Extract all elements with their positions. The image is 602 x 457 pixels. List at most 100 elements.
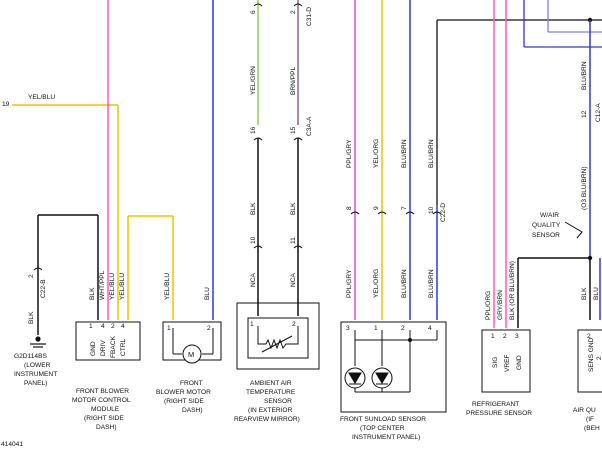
sun-lower-wire-1: PPL/GRY <box>346 269 353 298</box>
ref-pin-name-sig: SIG <box>492 357 499 368</box>
sun-upper-wire-2: YEL/ORG <box>373 139 380 168</box>
label-c22b: C22-B <box>40 279 47 298</box>
ref-pin-2: 2 <box>503 333 507 340</box>
amb-lower-pin-10: 10 <box>250 236 257 244</box>
right-note-1: W/AIR <box>540 212 559 219</box>
sun-sensor-pin-2: 2 <box>401 325 405 332</box>
ref-pin-3: 3 <box>515 333 519 340</box>
motor-icon <box>182 344 202 364</box>
amb-nca-2: NCA <box>290 272 297 287</box>
connector-c22b <box>33 267 43 271</box>
ambient-sensor-box <box>236 302 320 370</box>
thermistor-icon <box>257 326 299 353</box>
sun-upper-wire-3: BLU/BRN <box>401 139 408 168</box>
amb-connector-mid <box>253 137 303 141</box>
sun-upper-wire-4: BLU/BRN <box>428 139 435 168</box>
ground-label-2: (LOWER <box>24 362 51 369</box>
sun-sensor-pin-1: 1 <box>374 325 378 332</box>
motor-label-2: BLOWER MOTOR <box>156 389 211 396</box>
bcm-pin-name-ctrl: CTRL <box>120 338 127 356</box>
motor-label-4: DASH) <box>182 407 203 414</box>
amb-wire-blk-2: BLK <box>290 202 297 215</box>
amb-sensor-pin-2: 2 <box>292 321 296 328</box>
motor-pin-1: 1 <box>167 325 171 332</box>
right-label-1: AIR QU <box>573 407 596 414</box>
label-c22b-pin: 2 <box>28 274 35 278</box>
amb-wire-brn-ppl: BRN/PPL <box>290 66 297 95</box>
motor-pin-2: 2 <box>207 325 211 332</box>
bcm-label-1: FRONT BLOWER <box>76 388 129 395</box>
amb-connector-lower <box>253 245 303 249</box>
figure-id: 414041 <box>1 441 23 448</box>
right-note-3: SENSOR <box>532 232 560 239</box>
sun-sensor-pin-4: 4 <box>428 325 432 332</box>
right-wire-blu: BLU <box>593 287 600 300</box>
amb-wire-blk-1: BLK <box>250 202 257 215</box>
ground-label-3: INSTRUMENT <box>14 371 57 378</box>
sun-upper-wire-1: PPL/GRY <box>346 139 353 168</box>
right-wire-blk: BLK <box>581 287 588 300</box>
pin-19: 19 <box>2 101 10 108</box>
bcm-label-2: MOTOR CONTROL <box>72 397 131 404</box>
right-wire-o3: (O3 BLU/BRN) <box>581 166 588 210</box>
amb-lower-pin-11: 11 <box>290 237 297 244</box>
sun-label-3: INSTRUMENT PANEL) <box>352 434 420 441</box>
sun-c22d: C22-D <box>440 203 447 222</box>
right-note-2: QUALITY <box>532 222 561 229</box>
motor-label-1: FRONT <box>180 380 203 387</box>
ground-label-4: PANEL) <box>24 380 47 387</box>
ground-label-1: G2D114BS <box>14 353 47 360</box>
bcm-label-4: (RIGHT SIDE <box>84 415 124 422</box>
sun-dot <box>408 338 412 342</box>
amb-label-2: TEMPERATURE <box>246 389 296 396</box>
bcm-pin-2: 2 <box>111 323 115 330</box>
blower-control-module <box>75 321 141 361</box>
refrigerant-sensor-box <box>481 329 531 393</box>
ref-wire-gry-brn: GRY/BRN <box>497 290 504 320</box>
ref-label-2: PRESSURE SENSOR <box>466 410 532 417</box>
right-label-2: (IF <box>586 416 594 423</box>
right-pin-name-2: 2 <box>596 356 602 360</box>
right-c12-pin: 2 <box>587 333 591 340</box>
amb-top-pin-6: 6 <box>250 10 257 14</box>
amb-nca-1: NCA <box>250 272 257 287</box>
wire-label-blk-gnd: BLK <box>89 287 96 300</box>
sun-sensor-pin-3: 3 <box>346 325 350 332</box>
ref-wire-blk: BLK (OR BLU/BRN) <box>509 261 516 320</box>
sun-connector <box>350 211 442 215</box>
bcm-label-5: DASH) <box>96 424 117 431</box>
wire-label-wht-ppl: WHT/PPL <box>99 270 106 300</box>
sun-lower-wire-4: BLU/BRN <box>428 269 435 298</box>
bcm-pin-4: 4 <box>101 323 105 330</box>
photodiode-pair-icon <box>344 330 438 393</box>
amb-top-pin-2: 2 <box>290 10 297 14</box>
bcm-pin-1: 1 <box>89 323 93 330</box>
ground-icon <box>30 336 46 348</box>
splice-dot-right <box>587 255 593 261</box>
label-yel-blu-19: YEL/BLU <box>28 94 55 101</box>
sun-label-2: (TOP CENTER <box>360 425 405 432</box>
sun-lower-wire-3: BLU/BRN <box>401 269 408 298</box>
amb-label-1: AMBIENT AIR <box>250 380 292 387</box>
motor-symbol: M <box>188 350 194 359</box>
sun-label-1: FRONT SUNLOAD SENSOR <box>340 416 426 423</box>
amb-mid-pin-15: 15 <box>290 126 297 134</box>
label-c22b-wire: BLK <box>28 311 35 324</box>
sun-pin-7: 7 <box>401 206 408 210</box>
wire-label-yel-blu-ctrl: YEL/BLU <box>119 273 126 300</box>
amb-label-5: REARVIEW MIRROR) <box>234 416 300 423</box>
wire-label-yel-blu-fback: YEL/BLU <box>109 273 116 300</box>
ambient-sensor-inner <box>247 317 309 359</box>
amb-connector-top <box>253 3 303 7</box>
amb-label-4: (IN EXTERIOR <box>248 407 293 414</box>
sun-pin-8: 8 <box>346 206 353 210</box>
wire-label-yel-blu-motor: YEL/BLU <box>164 273 171 300</box>
bcm-pin-4b: 4 <box>121 323 125 330</box>
ref-label-1: REFRIGERANT <box>472 401 519 408</box>
ref-pin-name-vref: VREF <box>504 354 511 372</box>
wire-label-blu-motor: BLU <box>204 287 211 300</box>
sun-lower-wire-2: YEL/ORG <box>373 269 380 298</box>
bcm-pin-name-gnd: GND <box>90 341 97 356</box>
right-note-pointer <box>564 221 583 239</box>
